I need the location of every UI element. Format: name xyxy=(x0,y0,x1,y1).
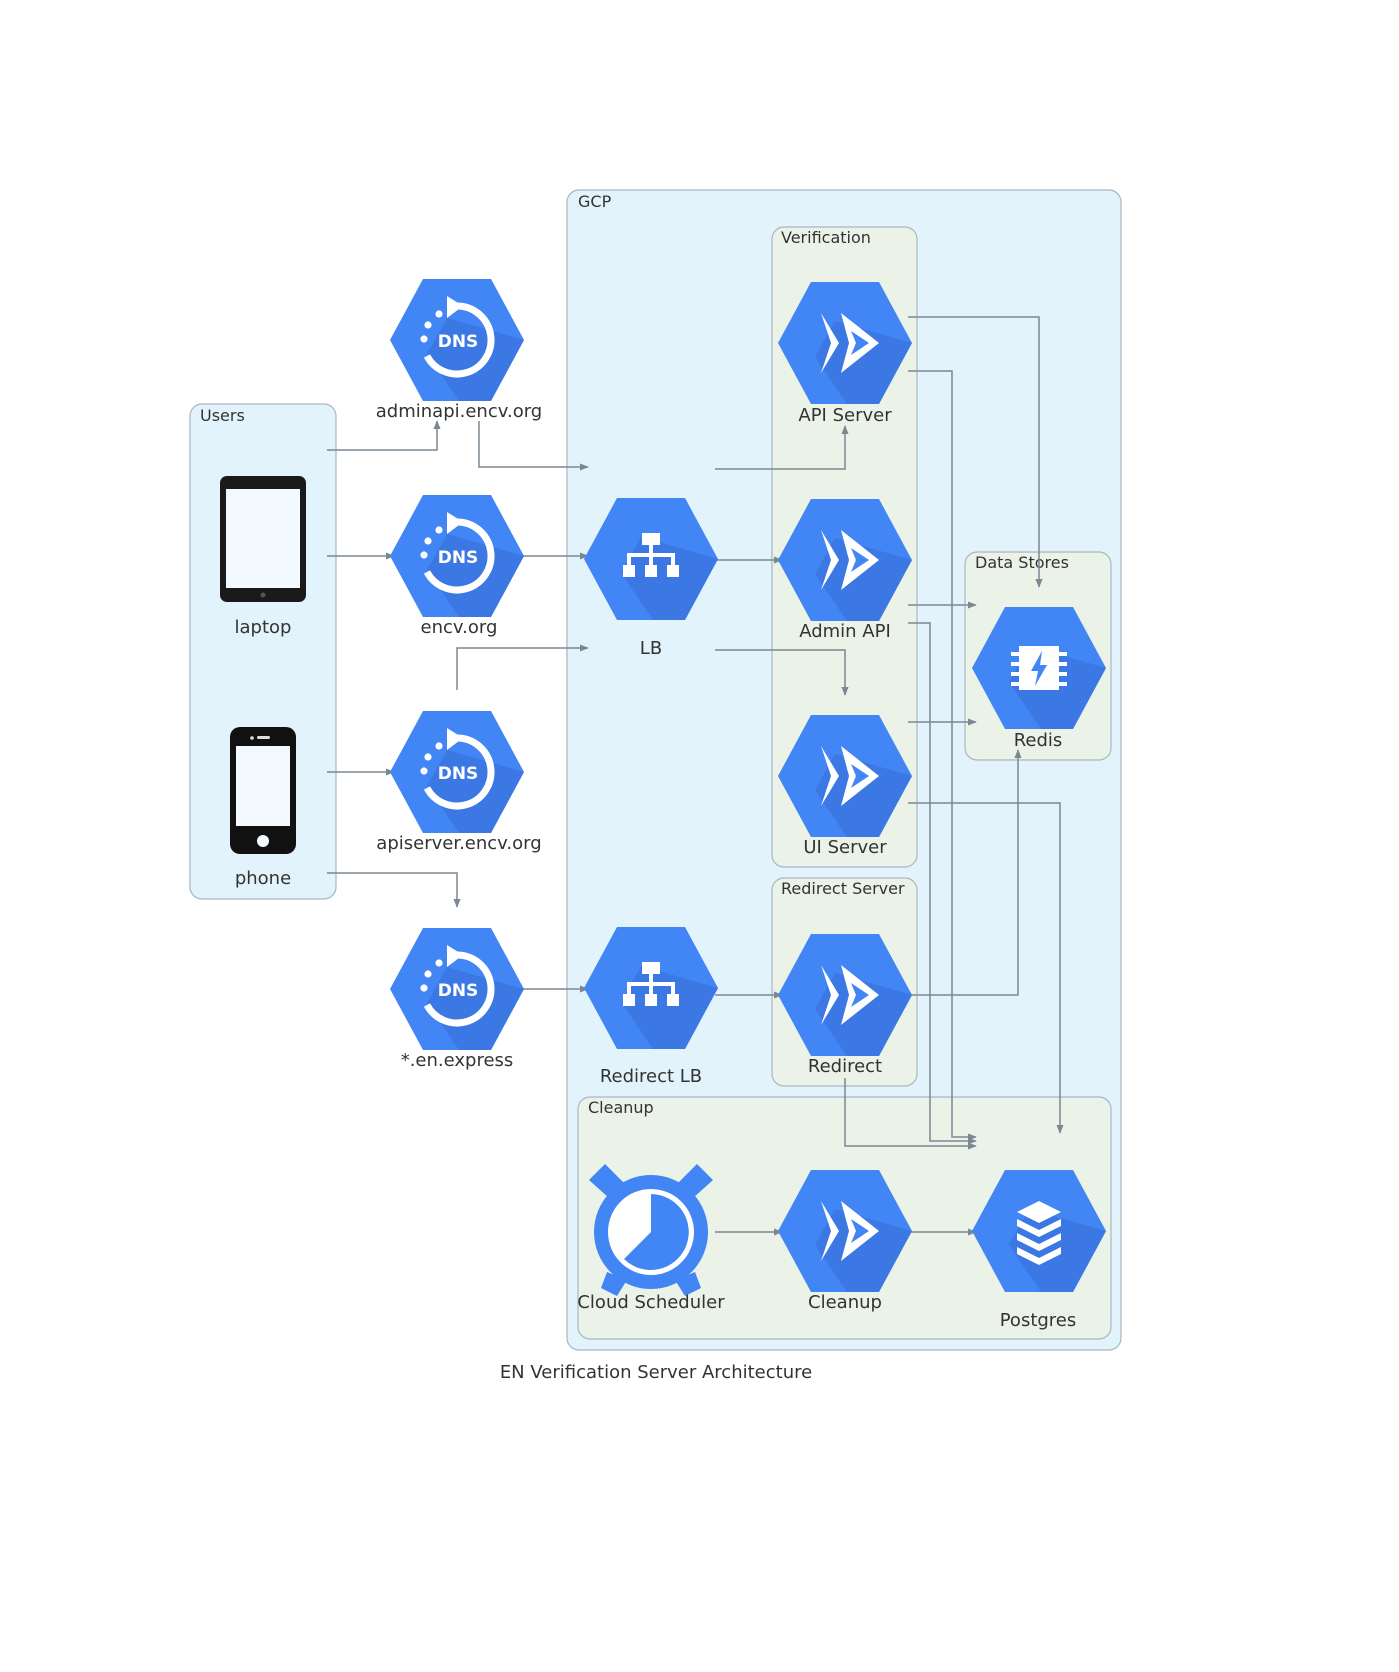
node-phone: phone xyxy=(230,727,296,889)
node-redis: Redis xyxy=(972,607,1106,751)
node-admin-api: Admin API xyxy=(778,499,912,642)
node-label-dns-apiserver: apiserver.encv.org xyxy=(376,833,541,854)
node-postgres: Postgres xyxy=(972,1170,1106,1331)
node-lb: LB xyxy=(584,498,718,659)
node-dns-adminapi: adminapi.encv.org xyxy=(376,279,542,422)
node-label-postgres: Postgres xyxy=(1000,1310,1077,1331)
node-label-redirect-lb: Redirect LB xyxy=(600,1066,702,1087)
node-ui-server: UI Server xyxy=(778,715,912,858)
node-label-phone: phone xyxy=(235,868,291,889)
node-dns-encv: encv.org xyxy=(390,495,524,638)
cluster-label-users: Users xyxy=(200,406,245,425)
cluster-label-cleanup: Cleanup xyxy=(588,1098,654,1117)
edges xyxy=(327,316,1064,1236)
node-label-ui-server: UI Server xyxy=(803,837,887,858)
edge-admin-api-postgres xyxy=(908,622,977,1145)
edge-lb-ui-server xyxy=(715,649,849,696)
dns-icon xyxy=(390,711,524,833)
node-label-laptop: laptop xyxy=(235,617,292,638)
tablet-icon xyxy=(220,476,306,602)
dns-icon xyxy=(390,928,524,1050)
cluster-label-redirect-server: Redirect Server xyxy=(781,879,905,898)
node-redirect-lb: Redirect LB xyxy=(584,927,718,1087)
dns-icon xyxy=(390,279,524,401)
cluster-label-data-stores: Data Stores xyxy=(975,553,1069,572)
node-label-redirect: Redirect xyxy=(808,1056,882,1077)
edge-ui-server-postgres xyxy=(908,802,1064,1134)
node-label-api-server: API Server xyxy=(798,405,892,426)
node-label-dns-en-express: *.en.express xyxy=(401,1050,514,1071)
node-dns-en-express: *.en.express xyxy=(390,928,524,1071)
node-cleanup: Cleanup xyxy=(778,1170,912,1313)
node-api-server: API Server xyxy=(778,282,912,426)
node-label-redis: Redis xyxy=(1014,730,1063,751)
edge-adminapi-lb xyxy=(478,421,589,471)
edge-api-server-postgres xyxy=(908,370,977,1141)
dns-icon xyxy=(390,495,524,617)
phone-icon xyxy=(230,727,296,854)
node-label-cleanup: Cleanup xyxy=(808,1292,882,1313)
cluster-label-verification: Verification xyxy=(781,228,871,247)
edge-redirect-postgres xyxy=(844,1078,977,1150)
node-label-cloud-scheduler: Cloud Scheduler xyxy=(577,1292,725,1313)
node-label-lb: LB xyxy=(640,638,662,659)
node-redirect: Redirect xyxy=(778,934,912,1077)
node-cloud-scheduler: Cloud Scheduler xyxy=(577,1164,725,1313)
edge-phone-en-express xyxy=(327,872,461,908)
node-label-dns-encv: encv.org xyxy=(421,617,498,638)
cluster-label-gcp: GCP xyxy=(578,192,612,211)
edge-redirect-redis xyxy=(908,749,1022,996)
node-dns-apiserver: apiserver.encv.org xyxy=(376,711,542,854)
diagram-title: EN Verification Server Architecture xyxy=(500,1362,812,1383)
node-label-admin-api: Admin API xyxy=(799,621,891,642)
edge-api-server-redis xyxy=(908,316,1043,588)
edge-apiserver-lb xyxy=(456,644,589,690)
node-label-dns-adminapi: adminapi.encv.org xyxy=(376,401,542,422)
edge-laptop-adminapi xyxy=(327,420,441,451)
scheduler-clock-icon xyxy=(589,1164,713,1296)
node-laptop: laptop xyxy=(220,476,306,638)
edge-lb-api-server xyxy=(715,425,849,470)
